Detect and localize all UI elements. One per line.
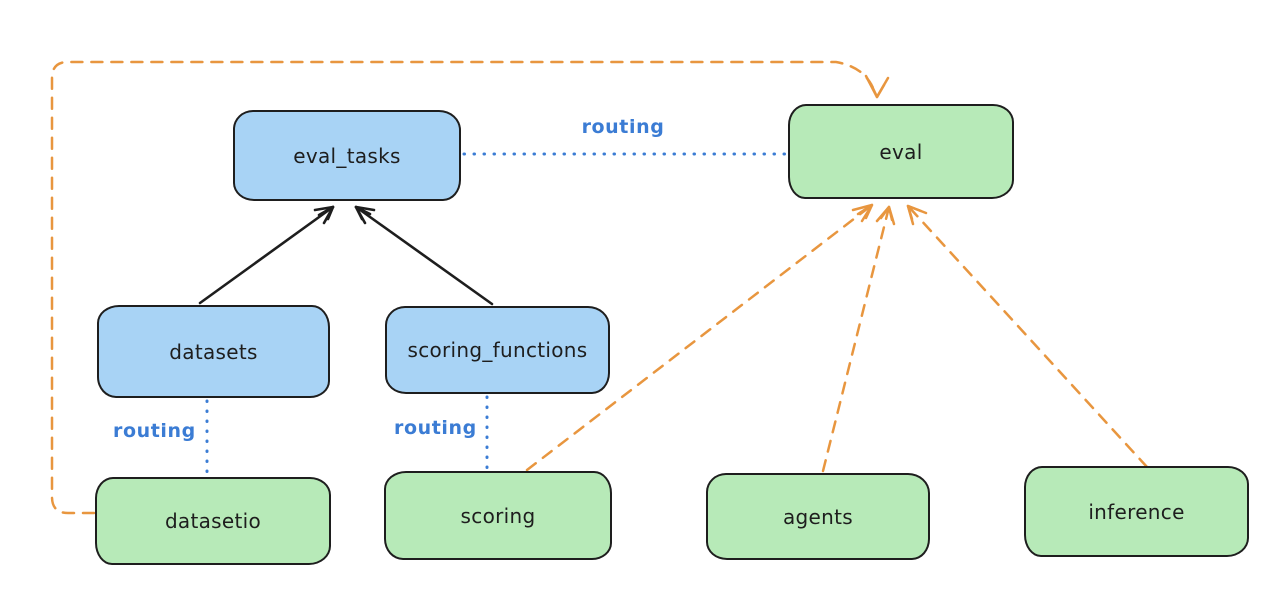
node-datasetio: datasetio [95, 477, 331, 565]
node-agents: agents [706, 473, 930, 560]
edge-inference-to-eval [906, 204, 1149, 469]
node-label: datasets [169, 339, 258, 364]
edge-agents-to-eval [821, 205, 896, 473]
edge-datasetio-to-eval [50, 60, 890, 515]
node-label: scoring [460, 503, 536, 528]
routing-label-middle: routing [394, 417, 477, 439]
node-scoring-functions: scoring_functions [385, 306, 610, 394]
node-label: eval [879, 139, 923, 164]
node-label: eval_tasks [293, 143, 401, 168]
node-label: inference [1088, 499, 1185, 524]
edge-datasets-to-eval-tasks [198, 205, 335, 305]
node-inference: inference [1024, 466, 1249, 557]
node-eval: eval [788, 104, 1014, 199]
edge-scoring-to-eval [525, 203, 874, 472]
node-label: agents [783, 504, 853, 529]
node-eval-tasks: eval_tasks [233, 110, 461, 201]
node-scoring: scoring [384, 471, 612, 560]
routing-label-left: routing [113, 420, 196, 442]
routing-label-top: routing [581, 116, 665, 138]
node-datasets: datasets [97, 305, 330, 398]
node-label: scoring_functions [407, 338, 588, 362]
node-label: datasetio [164, 509, 262, 533]
edge-scoring-functions-to-eval-tasks [354, 205, 494, 306]
